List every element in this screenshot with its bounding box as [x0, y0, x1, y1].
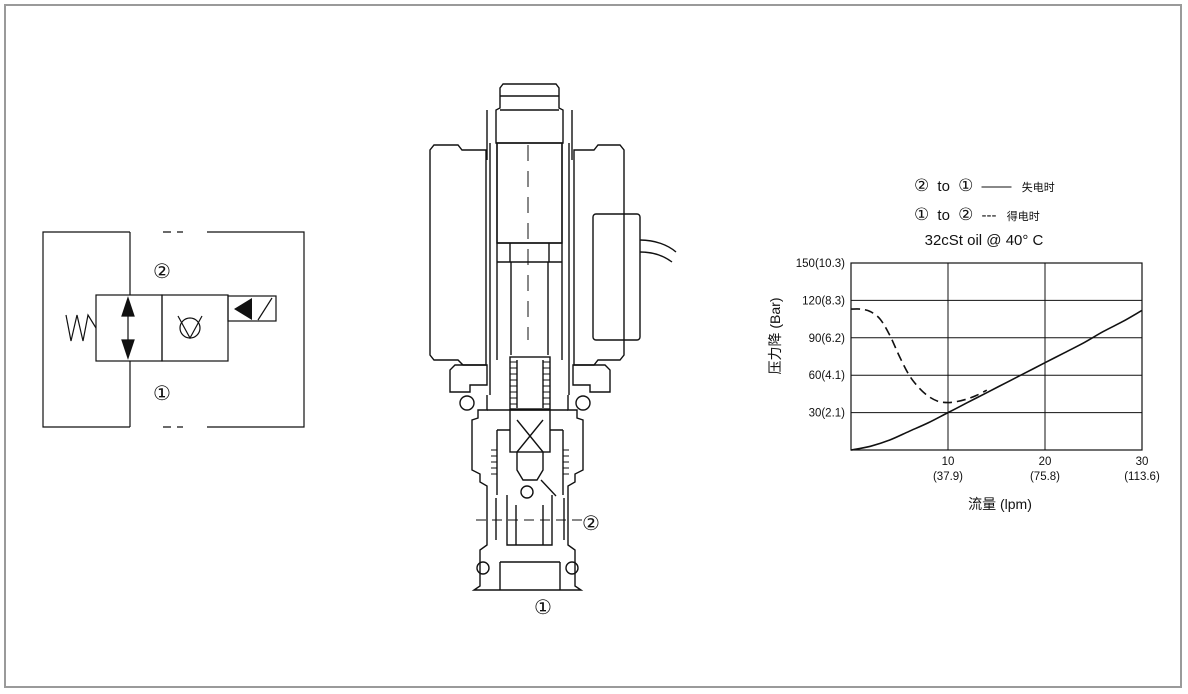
y-axis-label: 压力降 (Bar) — [767, 298, 783, 375]
y-tick-label: 30(2.1) — [809, 408, 846, 420]
legend-1-to-word: to — [937, 178, 950, 195]
y-tick-label: 120(8.3) — [802, 295, 845, 307]
pressure-drop-chart: 30(2.1) 60(4.1) 90(6.2) 120(8.3) 150(10.3) 10… — [767, 258, 1160, 512]
legend-condition: 32cSt oil @ 40° C — [925, 232, 1044, 249]
series-2-to-1-line — [850, 309, 1143, 451]
legend-1-label: 失电时 — [1022, 181, 1055, 194]
y-tick-label: 150(10.3) — [796, 258, 845, 270]
grid — [851, 263, 1142, 450]
connector-box — [592, 213, 641, 341]
figure-frame — [4, 4, 1182, 688]
x-tick-sublabel: (75.8) — [1030, 471, 1060, 483]
section-port-1-label: ① — [534, 597, 552, 619]
legend-1-to: ① — [958, 176, 973, 195]
x-tick-sublabel: (113.6) — [1124, 471, 1160, 483]
x-tick-label: 20 — [1039, 456, 1052, 468]
series-1-to-2-line — [850, 308, 988, 404]
x-tick-sublabel: (37.9) — [933, 471, 963, 483]
svg-text:② to ① ——: ② to ① —— 失电时 — [914, 176, 1055, 195]
y-tick-label: 90(6.2) — [809, 333, 846, 345]
legend-2-from: ① — [914, 205, 929, 224]
valve-cross-section — [429, 83, 677, 591]
legend-2-to-word: to — [937, 207, 950, 224]
legend-2-to: ② — [958, 205, 973, 224]
x-tick-label: 10 — [942, 456, 955, 468]
legend-2-label: 得电时 — [1007, 210, 1040, 223]
chart-legend: ② to ① —— 失电时 ① to ② --- 得电时 32cSt oil @… — [914, 176, 1055, 249]
plot-area — [850, 262, 1143, 451]
symbol-envelope — [42, 231, 130, 428]
legend-2-style: --- — [982, 207, 997, 224]
spring-icon — [65, 313, 97, 342]
check-ball-icon — [179, 317, 201, 339]
solenoid-icon — [227, 295, 277, 322]
svg-text:① to ② ---: ① to ② --- 得电时 — [914, 205, 1040, 224]
y-tick-label: 60(4.1) — [809, 370, 846, 382]
cable-icon — [639, 239, 677, 263]
symbol-envelope-right — [207, 231, 305, 428]
x-axis-label: 流量 (lpm) — [968, 496, 1032, 512]
x-tick-label: 30 — [1136, 456, 1149, 468]
symbol-port-1-label: ① — [153, 383, 171, 405]
hydraulic-symbol — [42, 231, 305, 428]
symbol-port-2-label: ② — [153, 261, 171, 283]
legend-1-from: ② — [914, 176, 929, 195]
legend-1-style: —— — [982, 178, 1012, 195]
valve-envelope-right — [161, 294, 229, 362]
series-group — [850, 308, 1143, 451]
coil-body — [429, 144, 487, 366]
section-port-2-label: ② — [582, 513, 600, 535]
tick-labels: 30(2.1) 60(4.1) 90(6.2) 120(8.3) 150(10.3) 10… — [796, 258, 1160, 483]
